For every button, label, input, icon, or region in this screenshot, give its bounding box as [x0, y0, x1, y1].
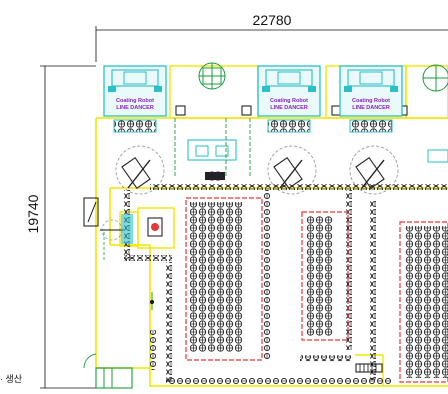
robot-3-label-line1: Coating Robot: [352, 98, 390, 104]
height-dimension: 19740: [25, 65, 96, 389]
production-note: · 생산: [0, 374, 22, 384]
robot-3-label-line2: LINE DANCER: [352, 105, 390, 111]
inspection-markers: [205, 149, 448, 181]
robot-1-label-line1: Coating Robot: [116, 98, 154, 104]
coating-robot-1: Coating Robot LINE DANCER: [103, 65, 167, 195]
exhaust-fan-2: [422, 64, 448, 92]
rack-zone-2: [301, 211, 349, 341]
width-dimension-label: 22780: [253, 12, 292, 28]
coating-robot-2: Coating Robot LINE DANCER: [257, 65, 321, 195]
loading-station: [83, 197, 163, 310]
width-dimension: 22780: [95, 12, 448, 62]
rack-zone-1: [185, 197, 263, 361]
bottom-features: [83, 353, 383, 389]
robot-2-label-line2: LINE DANCER: [270, 105, 308, 111]
robot-1-label-line2: LINE DANCER: [116, 105, 154, 111]
exhaust-fan-1: [198, 62, 226, 90]
robot-2-label-line1: Coating Robot: [270, 98, 308, 104]
coating-robot-3: Coating Robot LINE DANCER: [339, 65, 403, 195]
height-dimension-label: 19740: [25, 194, 41, 233]
rack-zone-3: [399, 221, 448, 383]
